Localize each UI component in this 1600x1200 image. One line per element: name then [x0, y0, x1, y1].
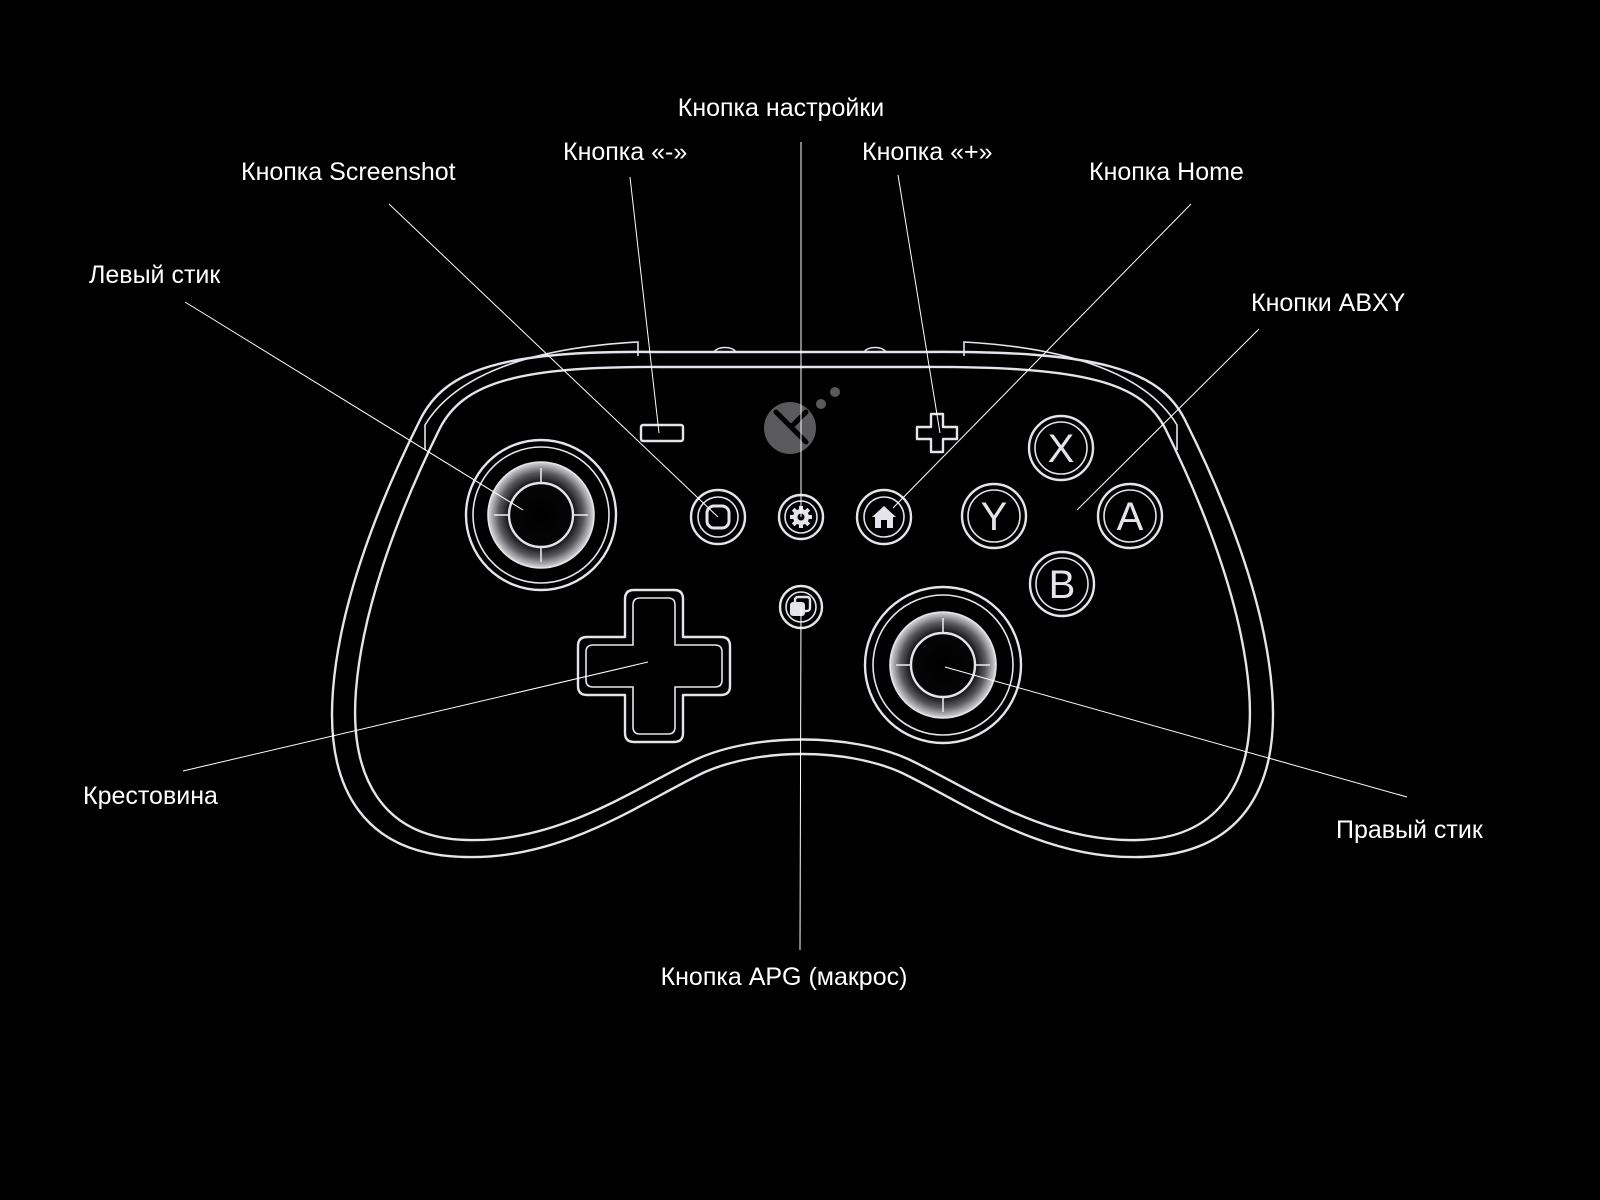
face-button-a[interactable]: A	[1096, 482, 1164, 550]
plus-button[interactable]	[915, 412, 959, 454]
label-dpad: Крестовина	[83, 782, 218, 810]
label-abxy: Кнопки ABXY	[1251, 289, 1406, 317]
face-button-a-letter: A	[1117, 495, 1144, 539]
macro-icon	[790, 595, 812, 616]
home-button[interactable]	[855, 488, 913, 546]
label-minus: Кнопка «-»	[563, 138, 687, 166]
leader-apg	[799, 606, 802, 951]
label-settings: Кнопка настройки	[678, 94, 884, 122]
callout-labels: Кнопка настройки Кнопка «-» Кнопка «+» К…	[83, 94, 1484, 991]
leader-plus	[897, 174, 941, 434]
label-home: Кнопка Home	[1089, 158, 1244, 186]
right-shoulder	[963, 341, 1178, 450]
left-top-nub	[713, 346, 737, 353]
face-button-b-letter: B	[1049, 563, 1076, 607]
dpad[interactable]	[576, 588, 732, 744]
right-stick[interactable]	[863, 585, 1023, 745]
leader-home	[892, 203, 1192, 509]
controller-outer-shell	[330, 350, 1275, 859]
minus-button[interactable]	[639, 423, 685, 443]
left-stick[interactable]	[464, 438, 618, 592]
leader-lines	[182, 142, 1408, 951]
leader-right-stick	[944, 666, 1408, 798]
face-button-x-letter: X	[1048, 427, 1075, 471]
screenshot-button[interactable]	[689, 488, 747, 546]
face-button-y[interactable]: Y	[960, 482, 1028, 550]
leader-abxy	[1076, 328, 1260, 511]
leader-minus	[629, 176, 660, 434]
leader-dpad	[182, 661, 649, 772]
leader-screenshot	[388, 203, 719, 518]
face-button-x[interactable]: X	[1027, 414, 1095, 482]
label-left-stick: Левый стик	[89, 261, 221, 289]
face-button-y-letter: Y	[981, 495, 1008, 539]
left-shoulder	[424, 341, 639, 450]
controller-inner-shell	[353, 365, 1252, 842]
screenshot-icon	[705, 504, 731, 530]
label-right-stick: Правый стик	[1336, 816, 1484, 844]
label-plus: Кнопка «+»	[862, 138, 993, 166]
label-screenshot: Кнопка Screenshot	[241, 158, 456, 186]
controller-body	[330, 341, 1275, 859]
face-button-b[interactable]: B	[1028, 550, 1096, 618]
home-icon	[872, 506, 896, 528]
right-top-nub	[863, 346, 887, 353]
brand-logo	[764, 387, 840, 454]
leader-left-stick	[184, 301, 524, 511]
label-apg: Кнопка APG (макрос)	[661, 963, 908, 991]
